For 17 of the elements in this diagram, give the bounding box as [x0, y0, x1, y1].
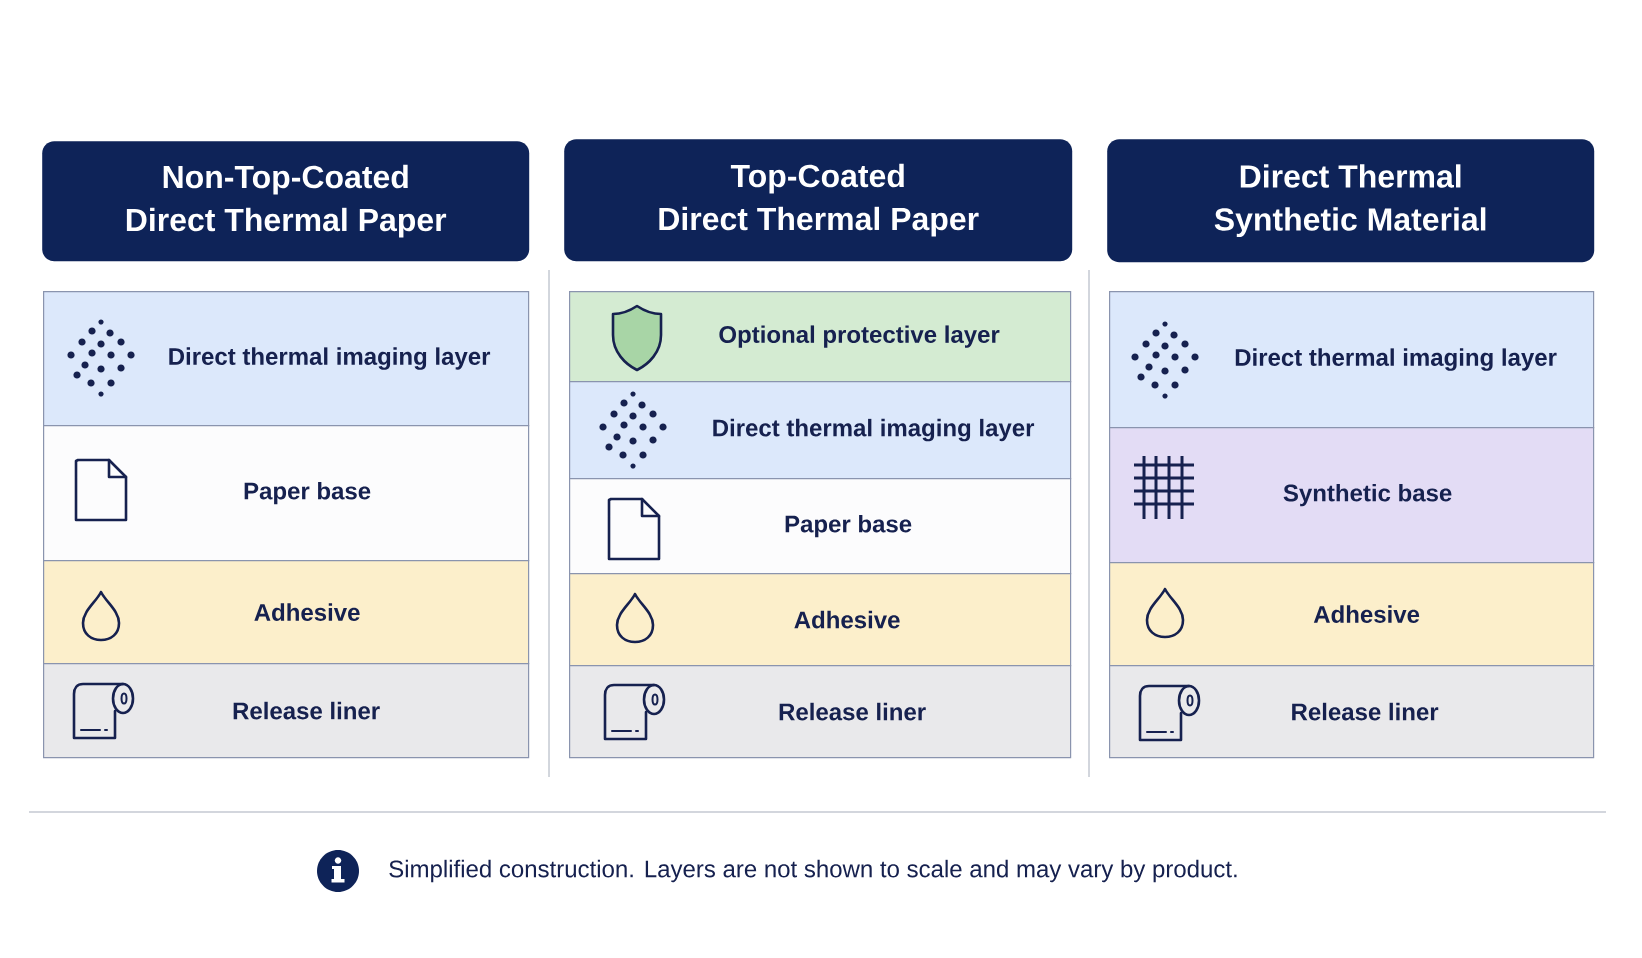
layer-band: Release liner: [569, 665, 1072, 759]
layer-band: Paper base: [569, 478, 1072, 575]
layer-band: Direct thermal imaging layer: [1109, 291, 1595, 429]
layer-band: Release liner: [43, 663, 530, 759]
layer-band: Direct thermal imaging layer: [569, 381, 1072, 480]
layer-band: Release liner: [1109, 665, 1595, 759]
layer-band: Adhesive: [43, 560, 530, 665]
layer-band: Synthetic base: [1109, 427, 1595, 564]
note-text: Simplified construction. Layers are not shown to scale and may vary by product.: [389, 859, 1237, 883]
layer-band: Paper base: [43, 425, 530, 562]
column-header: Top-Coated Direct Thermal Paper: [564, 139, 1073, 262]
layer-band: Optional protective layer: [569, 291, 1072, 383]
column-header: Direct Thermal Synthetic Material: [1107, 139, 1595, 263]
layer-band: Adhesive: [569, 573, 1072, 667]
layer-band: Adhesive: [1109, 562, 1595, 667]
column-header: Non-Top-Coated Direct Thermal Paper: [42, 141, 530, 262]
layer-band: Direct thermal imaging layer: [43, 291, 530, 427]
